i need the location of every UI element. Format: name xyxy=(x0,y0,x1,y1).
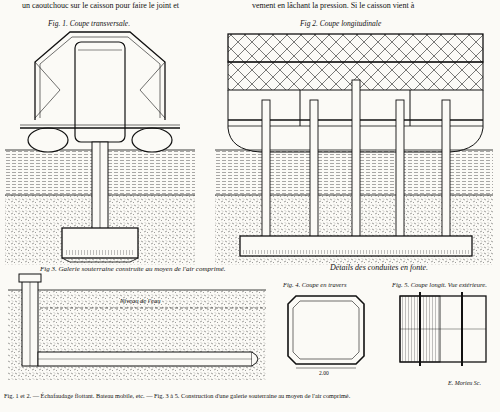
fig1-cross-section xyxy=(5,32,195,265)
engraver-signature: E. Morieu Sc. xyxy=(448,380,481,387)
dimension: 2.00 xyxy=(319,370,329,376)
figure-title: Fig. 1. Coupe transversale. xyxy=(48,20,130,28)
section-heading: Détails des conduites en fonte. xyxy=(330,264,428,273)
body-text: vement en lâchant la pression. Si le cai… xyxy=(252,2,414,11)
figure-title: Fig 3. Galerie souterraine construite au… xyxy=(40,266,226,274)
figure-title: Fig. 4. Coupe en travers xyxy=(283,281,347,288)
water-level-label: Niveau de l'eau xyxy=(120,297,160,304)
figure-title: Fig. 5. Coupe longit. Vue extérieure. xyxy=(392,281,487,288)
fig5-pipe-longitudinal xyxy=(400,292,486,366)
body-text: un caoutchouc sur le caisson pour faire … xyxy=(22,2,179,11)
fig4-pipe-cross-section xyxy=(288,296,364,368)
fig3-underground-gallery xyxy=(8,274,266,380)
figure-title: Fig 2. Coupe longitudinale xyxy=(300,20,381,28)
fig2-longitudinal-section xyxy=(215,34,493,265)
figure-caption: Fig. 1 et 2. — Échafaudage flottant. Bat… xyxy=(4,393,496,400)
